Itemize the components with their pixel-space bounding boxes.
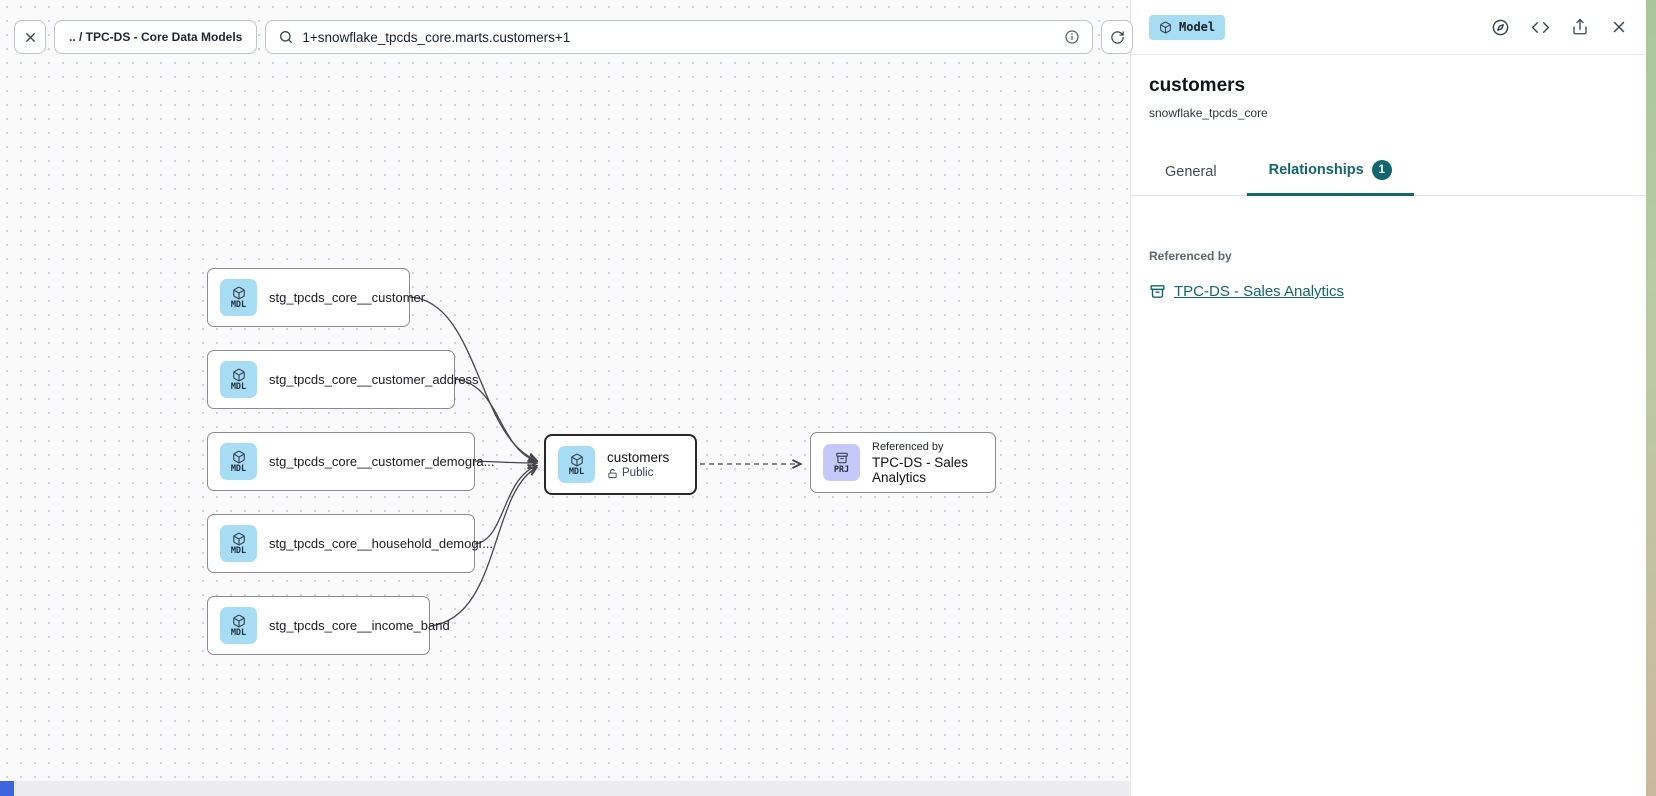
model-node-stg-customer-address[interactable]: MDL stg_tpcds_core__customer_address: [207, 350, 479, 409]
model-badge: MDL: [220, 443, 257, 480]
model-node-stg-income-band[interactable]: MDL stg_tpcds_core__income_band: [207, 596, 450, 655]
panel-actions: [1491, 18, 1628, 37]
lineage-search: [265, 20, 1094, 54]
details-panel-body: customers snowflake_tpcds_core: [1131, 55, 1646, 120]
horizontal-scrollbar-thumb[interactable]: [0, 781, 14, 796]
model-node-stg-customer[interactable]: MDL stg_tpcds_core__customer: [207, 268, 425, 327]
lock-open-icon: [607, 468, 618, 479]
resource-type-badge: Model: [1149, 14, 1226, 40]
resource-type-label: Model: [1179, 20, 1216, 34]
node-type-label: MDL: [230, 627, 247, 638]
tab-general[interactable]: General: [1143, 152, 1239, 196]
tab-relationships[interactable]: Relationships 1: [1246, 148, 1414, 196]
cube-icon: [232, 532, 246, 546]
cube-icon: [232, 286, 246, 300]
info-icon[interactable]: [1064, 29, 1080, 45]
referenced-by-header: Referenced by: [1149, 249, 1232, 263]
node-type-label: MDL: [230, 463, 247, 474]
node-type-label: MDL: [230, 299, 247, 310]
node-label: TPC-DS - Sales Analytics: [872, 454, 969, 485]
close-panel-icon[interactable]: [1610, 18, 1628, 36]
node-type-label: MDL: [568, 466, 585, 477]
page-title: customers: [1149, 75, 1246, 96]
canvas-toolbar: .. / TPC-DS - Core Data Models: [14, 20, 1134, 54]
refresh-icon: [1110, 30, 1125, 45]
model-node-customers-selected[interactable]: MDL customers Public: [544, 434, 697, 495]
lineage-edges: [409, 296, 1131, 627]
node-label: stg_tpcds_core__customer_address: [269, 372, 479, 387]
node-label: stg_tpcds_core__customer: [269, 290, 426, 305]
search-icon: [278, 29, 294, 45]
cube-icon: [232, 368, 246, 382]
node-access-label: Public: [622, 467, 654, 479]
tab-general-label: General: [1165, 164, 1217, 180]
project-subtitle: snowflake_tpcds_core: [1149, 106, 1268, 120]
node-access-row: Public: [607, 467, 669, 479]
model-badge: MDL: [220, 607, 257, 644]
model-node-stg-customer-demographics[interactable]: MDL stg_tpcds_core__customer_demogra...: [207, 432, 494, 491]
node-type-label: MDL: [230, 381, 247, 392]
cube-icon: [1159, 21, 1172, 34]
search-input[interactable]: [302, 29, 1057, 45]
desktop-wallpaper-strip: [1646, 0, 1656, 796]
project-badge: PRJ: [823, 444, 860, 481]
node-type-label: MDL: [230, 545, 247, 556]
node-type-label: PRJ: [833, 464, 850, 475]
model-badge: MDL: [558, 446, 595, 483]
lineage-canvas[interactable]: .. / TPC-DS - Core Data Models: [0, 0, 1134, 796]
horizontal-scrollbar[interactable]: [0, 781, 1131, 796]
archive-icon: [1149, 283, 1166, 300]
close-lineage-button[interactable]: [14, 20, 46, 54]
panel-tabs: General Relationships 1: [1131, 148, 1646, 196]
share-icon[interactable]: [1571, 18, 1589, 36]
relationships-count-badge: 1: [1371, 160, 1392, 180]
relationships-content: Referenced by TPC-DS - Sales Analytics: [1131, 196, 1646, 300]
cube-icon: [570, 453, 584, 467]
breadcrumb-label: .. / TPC-DS - Core Data Models: [69, 30, 243, 44]
project-node-sales-analytics[interactable]: PRJ Referenced by TPC-DS - Sales Analyti…: [810, 432, 996, 493]
node-label: stg_tpcds_core__customer_demogra...: [269, 454, 495, 469]
lineage-edge[interactable]: [474, 466, 536, 545]
cube-icon: [232, 614, 246, 628]
model-badge: MDL: [220, 279, 257, 316]
node-label: stg_tpcds_core__household_demogr...: [269, 536, 494, 551]
referenced-by-item[interactable]: TPC-DS - Sales Analytics: [1149, 283, 1628, 300]
referenced-project-link[interactable]: TPC-DS - Sales Analytics: [1174, 283, 1345, 300]
close-icon: [23, 30, 38, 45]
model-node-stg-household-demographics[interactable]: MDL stg_tpcds_core__household_demogr...: [207, 514, 493, 573]
code-icon[interactable]: [1531, 18, 1550, 37]
model-badge: MDL: [220, 361, 257, 398]
compass-icon[interactable]: [1491, 18, 1510, 37]
node-label: stg_tpcds_core__income_band: [269, 618, 450, 633]
tab-relationships-label: Relationships: [1268, 162, 1364, 178]
archive-icon: [835, 451, 849, 465]
details-panel-header: Model: [1131, 0, 1646, 55]
node-label: customers: [607, 450, 670, 465]
refresh-button[interactable]: [1101, 20, 1134, 54]
details-panel: Model customers snowflake_tpcds_core Gen…: [1131, 0, 1646, 796]
model-badge: MDL: [220, 525, 257, 562]
cube-icon: [232, 450, 246, 464]
node-caption: Referenced by: [872, 440, 944, 453]
breadcrumb[interactable]: .. / TPC-DS - Core Data Models: [54, 20, 258, 54]
